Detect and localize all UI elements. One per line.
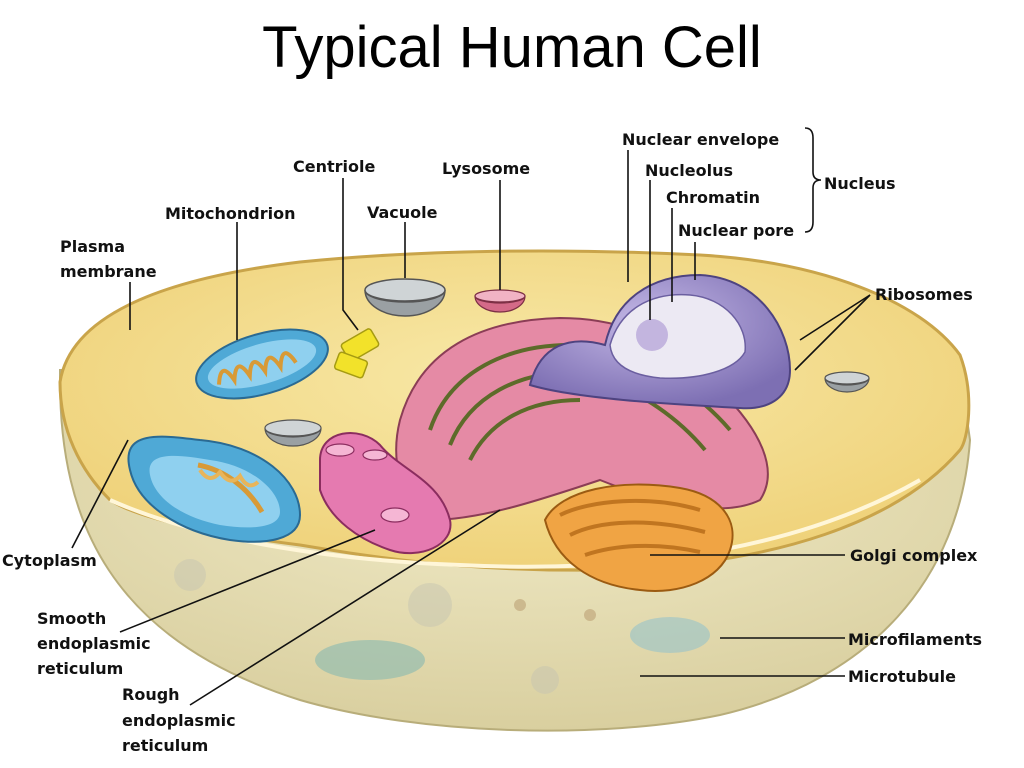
- label-lysosome: Lysosome: [442, 159, 530, 178]
- mitochondrion-upper: [195, 328, 329, 400]
- label-smooth-er-1: Smooth: [37, 609, 106, 628]
- centriole: [333, 328, 380, 379]
- label-plasma-membrane-2: membrane: [60, 262, 157, 281]
- label-nucleus: Nucleus: [824, 174, 896, 193]
- label-smooth-er-2: endoplasmic: [37, 634, 151, 653]
- mitochondrion-lower: [127, 435, 302, 543]
- label-microfilaments: Microfilaments: [848, 630, 982, 649]
- label-microtubule: Microtubule: [848, 667, 956, 686]
- label-plasma-membrane-1: Plasma: [60, 237, 125, 256]
- label-golgi-complex: Golgi complex: [850, 546, 978, 565]
- label-nuclear-envelope: Nuclear envelope: [622, 130, 779, 149]
- smooth-er: [319, 432, 452, 555]
- golgi-complex: [543, 483, 734, 592]
- label-mitochondrion: Mitochondrion: [165, 204, 296, 223]
- label-rough-er-3: reticulum: [122, 736, 208, 755]
- cell-inclusions: [174, 559, 710, 694]
- label-rough-er-2: endoplasmic: [122, 711, 236, 730]
- nucleus: [528, 273, 792, 410]
- label-smooth-er-3: reticulum: [37, 659, 123, 678]
- lysosome: [474, 289, 526, 313]
- label-rough-er-1: Rough: [122, 685, 180, 704]
- label-cytoplasm: Cytoplasm: [2, 551, 97, 570]
- label-centriole: Centriole: [293, 157, 375, 176]
- label-nucleolus: Nucleolus: [645, 161, 733, 180]
- leader-lines: [71, 127, 871, 706]
- page-title: Typical Human Cell: [262, 15, 762, 80]
- vacuole: [264, 278, 870, 447]
- label-nuclear-pore: Nuclear pore: [678, 221, 794, 240]
- label-ribosomes: Ribosomes: [875, 285, 973, 304]
- label-chromatin: Chromatin: [666, 188, 760, 207]
- label-vacuole: Vacuole: [367, 203, 438, 222]
